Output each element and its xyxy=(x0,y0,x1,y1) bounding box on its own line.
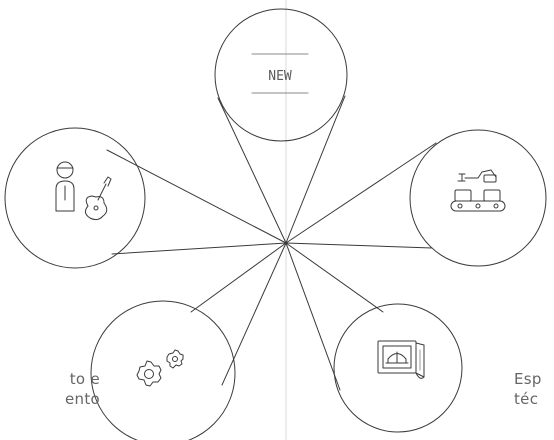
person-guitar-icon xyxy=(55,161,112,221)
right-caption-line2: téc xyxy=(514,390,539,408)
new-badge-text: NEW xyxy=(268,69,292,84)
petal-upper-left xyxy=(4,127,287,269)
gears-icon xyxy=(136,349,184,387)
petal-lower-right xyxy=(285,242,463,433)
left-caption-line2: ento xyxy=(65,390,100,408)
petal-lower-left xyxy=(90,242,287,440)
left-caption-line1: to e xyxy=(69,370,100,388)
blueprint-helmet-icon xyxy=(377,340,425,379)
petal-upper-right xyxy=(285,129,547,267)
conveyor-robot-arm-icon xyxy=(450,169,506,212)
right-caption: Esp téc xyxy=(514,369,542,409)
right-caption-line1: Esp xyxy=(514,370,542,388)
left-caption: to e ento xyxy=(0,369,100,409)
new-badge-icon: NEW xyxy=(251,53,309,94)
petal-top xyxy=(214,8,348,244)
